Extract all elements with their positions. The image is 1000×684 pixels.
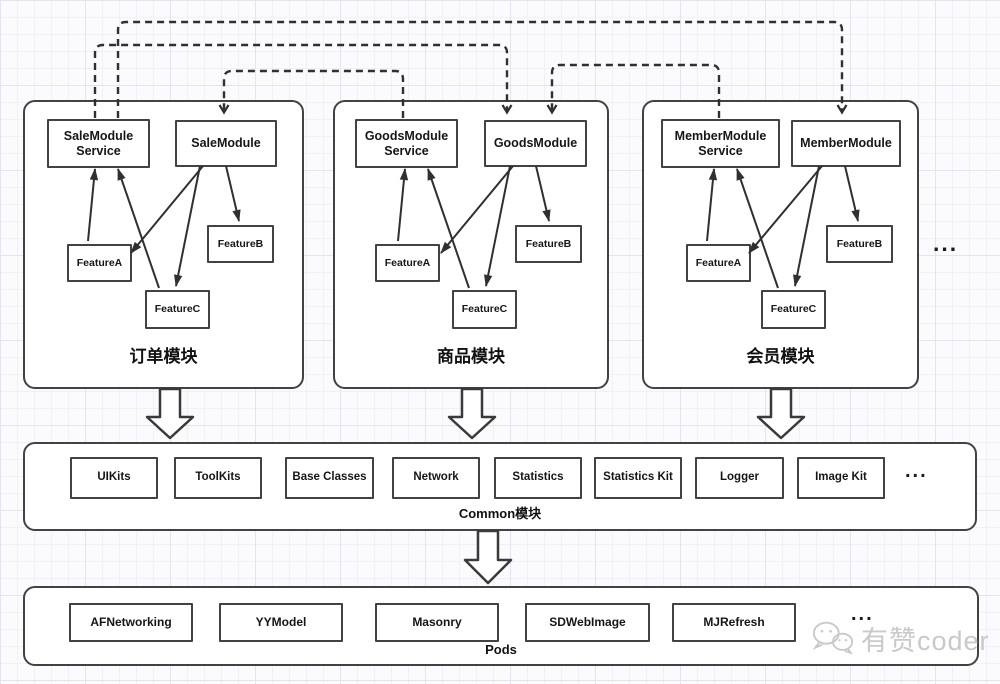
node-image-kit: Image Kit [797,457,885,499]
node-masonry: Masonry [375,603,499,642]
pods-ellipsis: ... [851,603,874,625]
node-member-module: MemberModule [791,120,901,167]
common-caption: Common模块 [458,506,542,521]
pods-layer: AFNetworking YYModel Masonry SDWebImage … [23,586,989,666]
watermark-text: 有赞coder [861,625,990,656]
node-goods-module: GoodsModule [484,120,587,167]
node-feature-c: FeatureC [452,290,517,329]
block-arrow-order-to-common [145,387,195,440]
node-network: Network [392,457,480,499]
wechat-logo-icon [812,621,854,655]
node-feature-c: FeatureC [761,290,826,329]
node-afnetworking: AFNetworking [69,603,193,642]
block-arrow-member-to-common [756,387,806,440]
group-goods: GoodsModule Service GoodsModule FeatureA… [333,100,609,389]
group-caption-member: 会员模块 [746,347,815,366]
block-arrow-common-to-pods [463,529,513,585]
node-feature-a: FeatureA [375,244,440,282]
node-sale-module-service: SaleModule Service [47,119,150,168]
node-feature-b: FeatureB [207,225,274,263]
common-ellipsis: ... [905,460,928,482]
node-statistics: Statistics [494,457,582,499]
node-feature-a: FeatureA [67,244,132,282]
common-layer: UIKits ToolKits Base Classes Network Sta… [23,442,977,531]
node-statistics-kit: Statistics Kit [594,457,682,499]
block-arrow-goods-to-common [447,387,497,440]
group-member: MemberModule Service MemberModule Featur… [642,100,919,389]
node-base-classes: Base Classes [285,457,374,499]
node-member-module-service: MemberModule Service [661,119,780,168]
node-mjrefresh: MJRefresh [672,603,796,642]
node-feature-b: FeatureB [826,225,893,263]
pods-caption: Pods [485,642,517,657]
node-sale-module: SaleModule [175,120,277,167]
node-logger: Logger [695,457,784,499]
group-order: SaleModule Service SaleModule FeatureA F… [23,100,304,389]
node-feature-c: FeatureC [145,290,210,329]
group-caption-order: 订单模块 [129,347,198,366]
node-feature-b: FeatureB [515,225,582,263]
node-yymodel: YYModel [219,603,343,642]
watermark: 有赞coder [811,618,990,658]
more-modules-ellipsis: ... [933,230,959,256]
group-caption-goods: 商品模块 [437,347,505,366]
node-feature-a: FeatureA [686,244,751,282]
node-uikits: UIKits [70,457,158,499]
node-toolkits: ToolKits [174,457,262,499]
node-goods-module-service: GoodsModule Service [355,119,458,168]
node-sdwebimage: SDWebImage [525,603,650,642]
